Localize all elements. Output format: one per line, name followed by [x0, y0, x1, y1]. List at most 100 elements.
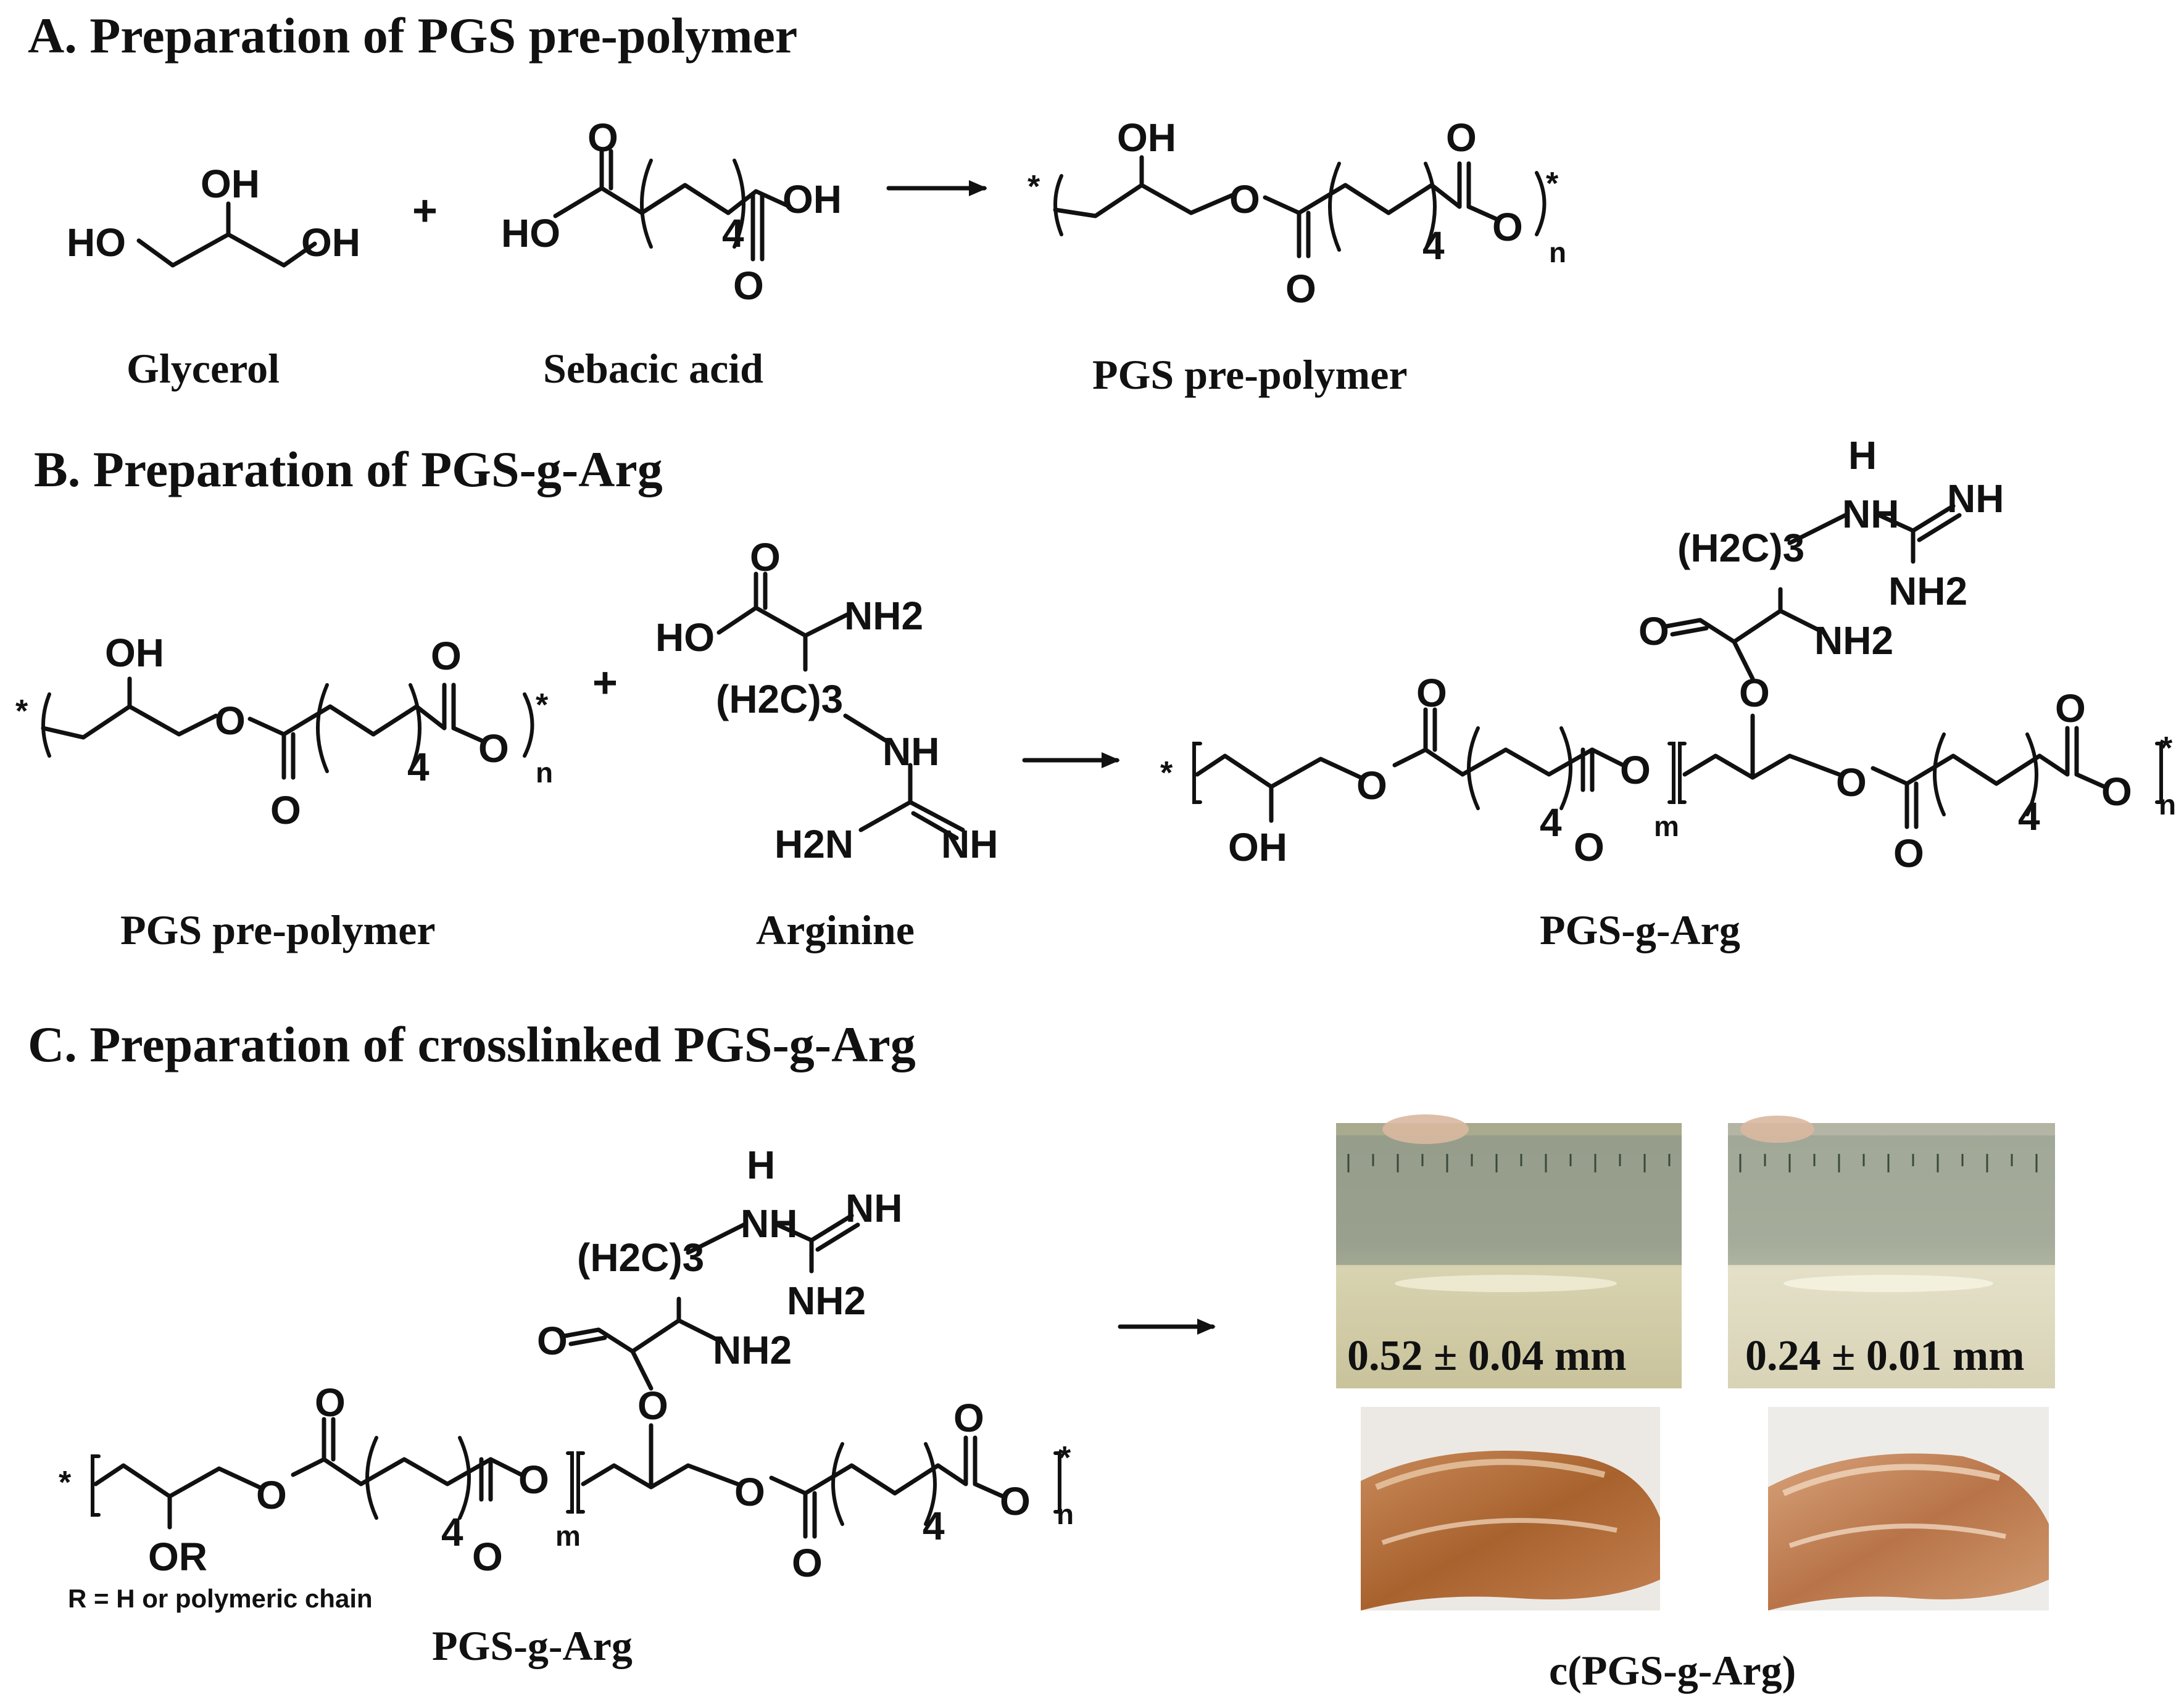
sebacic-four-label: 4 [722, 211, 744, 255]
pgsarg-c-h2c3-label: (H2C)3 [577, 1235, 704, 1280]
pgsarg-b-o1-label: O [1356, 763, 1387, 808]
pgsarg-b-o8-label: O [2055, 686, 2086, 731]
subscript-m-b: m [1654, 810, 1679, 842]
pgsarg-c-o5-label: O [637, 1383, 668, 1428]
arg-nh-label: NH [882, 729, 939, 774]
pgsarg-b-o7-label: O [1893, 831, 1924, 876]
glycerol-ho-label: HO [67, 220, 126, 265]
arg-h2n-label: H2N [774, 822, 853, 866]
pgsarg-b-o6-label: O [1836, 760, 1867, 805]
ruler-left [1336, 1135, 1682, 1265]
prepolymer-b-o4-label: O [478, 726, 509, 771]
pgsarg-c-or-label: OR [148, 1535, 207, 1579]
reaction-arrow-a [886, 180, 987, 196]
pgsarg-c-nh-n-label: NH [741, 1201, 797, 1246]
prepolymer-a-o1-label: O [1229, 177, 1260, 222]
subscript-m-c: m [555, 1520, 581, 1552]
glycerol-name: Glycerol [127, 345, 280, 392]
subscript-n-pgsarg-c: n [1057, 1498, 1074, 1530]
pgsarg-c-o6-label: O [734, 1470, 765, 1514]
pgsarg-c-o4-label: O [518, 1457, 549, 1502]
pgsarg-c-o3-label: O [472, 1535, 503, 1579]
prepolymer-b-four-label: 4 [407, 745, 430, 789]
sebacic-ho-label: HO [501, 211, 560, 255]
pgsarg-b-h2c3-label: (H2C)3 [1677, 526, 1804, 570]
prepolymer-a-o4-label: O [1492, 205, 1523, 249]
prepolymer-a-o2-label: O [1285, 267, 1316, 311]
pgsarg-c-o2-label: O [315, 1380, 346, 1425]
subscript-n-pgsarg-b: n [2159, 789, 2176, 821]
r-group-note: R = H or polymeric chain [68, 1584, 373, 1613]
subscript-n-b: n [536, 757, 553, 789]
star-left-pgsarg-b: * [1160, 755, 1173, 791]
arginine-name: Arginine [756, 906, 915, 953]
sebacic-o-top-label: O [588, 115, 618, 160]
plus-sign-b: + [592, 658, 618, 707]
thickness-label-right: 0.24 ± 0.01 mm [1745, 1332, 2025, 1380]
sebacic-acid-structure: HO O 4 O OH [501, 115, 842, 308]
section-a-title: A. Preparation of PGS pre-polymer [28, 7, 797, 64]
prepolymer-b-oh-label: OH [105, 631, 164, 675]
pgs-g-arg-structure-c: * OR R [59, 1143, 1074, 1613]
prepolymer-a-oh-label: OH [1117, 115, 1176, 160]
pgs-prepolymer-name-b: PGS pre-polymer [120, 906, 436, 953]
c-pgs-g-arg-name: c(PGS-g-Arg) [1549, 1647, 1796, 1694]
pgsarg-b-nh-imine-label: NH [1947, 476, 2004, 521]
pgsarg-b-side-nh2-label: NH2 [1814, 618, 1893, 663]
ruler-ticks-right [1739, 1154, 2038, 1172]
pgs-prepolymer-structure-b: * OH O O 4 O O * n [15, 631, 553, 832]
prepolymer-b-o1-label: O [215, 699, 246, 743]
arginine-structure: O HO NH2 (H2C)3 NH H2N NH [655, 535, 998, 866]
pgsarg-c-h-label: H [747, 1143, 775, 1187]
pgs-prepolymer-name-a: PGS pre-polymer [1092, 351, 1408, 398]
pgsarg-c-o1-label: O [256, 1473, 287, 1517]
glycerol-oh-right-label: OH [301, 220, 360, 265]
pgsarg-b-o9-label: O [2101, 769, 2132, 814]
pgsarg-b-nh-n-label: NH [1842, 492, 1899, 536]
pgsarg-c-nh-imine-label: NH [845, 1186, 902, 1230]
pgsarg-b-h-label: H [1848, 433, 1877, 478]
star-left-pgsarg-c: * [59, 1465, 72, 1501]
photo-skin-thick [1361, 1407, 1660, 1611]
pgs-g-arg-structure-b: * OH O [1160, 433, 2176, 876]
prepolymer-b-o2-label: O [270, 788, 301, 832]
pgsarg-b-side-o-label: O [1638, 609, 1669, 653]
glycerol-oh-top-label: OH [201, 162, 260, 206]
pgs-prepolymer-structure-a: * OH O O 4 O O * n [1028, 115, 1566, 311]
pgsarg-c-nh2-guan-label: NH2 [787, 1279, 866, 1323]
glycerol-structure: HO OH OH [67, 162, 360, 268]
star-right-pgsarg-c: * [1058, 1440, 1071, 1476]
star-right-b: * [536, 687, 549, 723]
pgsarg-b-oh-label: OH [1228, 825, 1287, 869]
photo-film-thick: 0.52 ± 0.04 mm [1336, 1114, 1682, 1388]
pgsarg-c-four2-label: 4 [923, 1504, 945, 1548]
arg-nh2-label: NH2 [844, 594, 923, 638]
pgsarg-c-side-o-label: O [537, 1319, 568, 1363]
photo-skin-thin [1768, 1407, 2049, 1611]
prepolymer-b-o3-label: O [431, 634, 462, 678]
pgsarg-b-o3-label: O [1574, 825, 1605, 869]
section-c-title: C. Preparation of crosslinked PGS-g-Arg [28, 1016, 916, 1072]
pgsarg-c-four-label: 4 [441, 1510, 463, 1554]
arg-nh-imine-label: NH [941, 822, 998, 866]
sebacic-o-bottom-label: O [733, 263, 764, 308]
thickness-label-left: 0.52 ± 0.04 mm [1347, 1332, 1627, 1380]
reaction-arrow-c [1118, 1319, 1216, 1335]
photo-film-thin: 0.24 ± 0.01 mm [1728, 1116, 2055, 1388]
pgs-g-arg-name-c: PGS-g-Arg [432, 1622, 633, 1669]
ruler-right [1728, 1135, 2055, 1265]
prepolymer-a-four-label: 4 [1422, 223, 1445, 268]
subscript-n-a: n [1549, 236, 1566, 268]
plus-sign-a: + [412, 186, 438, 234]
pgsarg-b-o4-label: O [1620, 748, 1651, 792]
star-right-a: * [1546, 166, 1559, 202]
ruler-ticks-left [1347, 1154, 1671, 1172]
section-b-title: B. Preparation of PGS-g-Arg [34, 441, 663, 497]
star-left-b: * [15, 694, 28, 729]
pgsarg-c-o7-label: O [792, 1541, 823, 1585]
pgs-g-arg-name-b: PGS-g-Arg [1540, 906, 1740, 953]
pgsarg-b-o2-label: O [1416, 671, 1447, 715]
pgsarg-b-o5-label: O [1739, 671, 1770, 715]
arg-h2c3-label: (H2C)3 [716, 677, 843, 721]
